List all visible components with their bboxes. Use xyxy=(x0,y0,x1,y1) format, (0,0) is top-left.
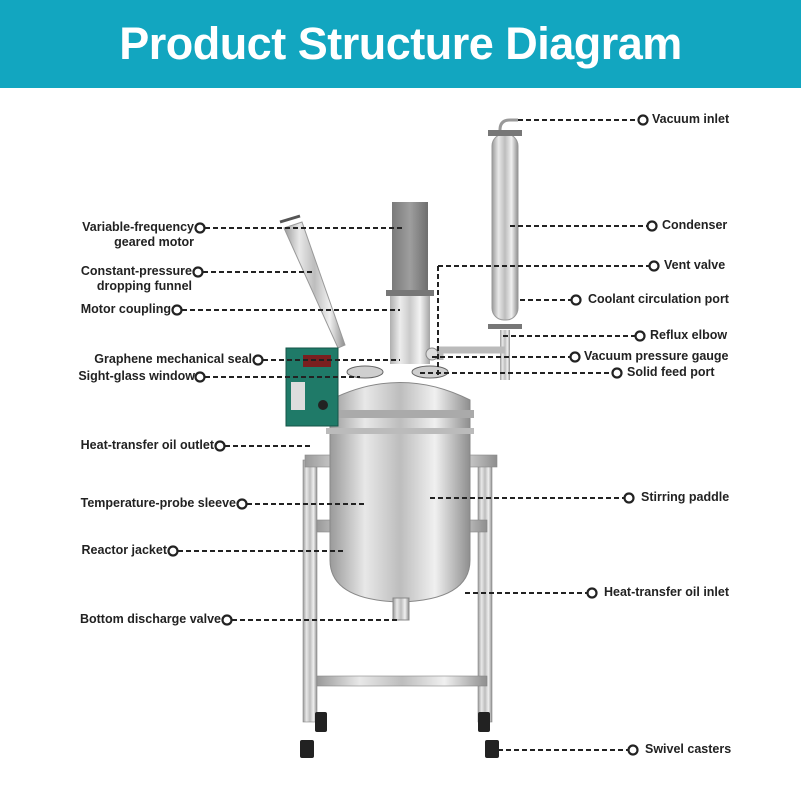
header-banner: Product Structure Diagram xyxy=(0,0,801,88)
label-vent-valve: Vent valve xyxy=(664,258,726,272)
caster-icons xyxy=(300,712,499,758)
label-reactor-jacket: Reactor jacket xyxy=(81,543,167,557)
label-oil-outlet: Heat-transfer oil outlet xyxy=(80,438,214,452)
label-coolant-port: Coolant circulation port xyxy=(588,292,729,306)
label-vacuum-inlet: Vacuum inlet xyxy=(652,112,730,126)
label-line: geared motor xyxy=(114,235,194,249)
label-line: Variable-frequency xyxy=(82,220,194,234)
label-line: Constant-pressure xyxy=(80,264,192,278)
label-motor-coupling: Motor coupling xyxy=(80,302,171,316)
label-mechanical-seal: Graphene mechanical seal xyxy=(94,352,252,366)
label-reflux-elbow: Reflux elbow xyxy=(650,328,728,342)
marker-circles xyxy=(167,114,660,756)
label-discharge-valve: Bottom discharge valve xyxy=(79,612,221,626)
label-line: dropping funnel xyxy=(96,279,192,293)
motor xyxy=(392,202,428,292)
page-title: Product Structure Diagram xyxy=(119,18,682,69)
label-sight-glass: Sight-glass window xyxy=(78,369,195,383)
label-oil-inlet: Heat-transfer oil inlet xyxy=(604,585,730,599)
label-swivel-casters: Swivel casters xyxy=(645,742,732,756)
label-condenser: Condenser xyxy=(662,218,728,232)
label-pressure-gauge: Vacuum pressure gauge xyxy=(584,349,729,363)
dropping-funnel xyxy=(283,221,346,349)
label-probe-sleeve: Temperature-probe sleeve xyxy=(80,496,236,510)
reactor-vessel xyxy=(326,382,474,621)
leader-lines xyxy=(178,119,649,751)
label-stirring-paddle: Stirring paddle xyxy=(641,490,730,504)
coupling xyxy=(390,296,430,364)
label-solid-feed-port: Solid feed port xyxy=(627,365,715,379)
